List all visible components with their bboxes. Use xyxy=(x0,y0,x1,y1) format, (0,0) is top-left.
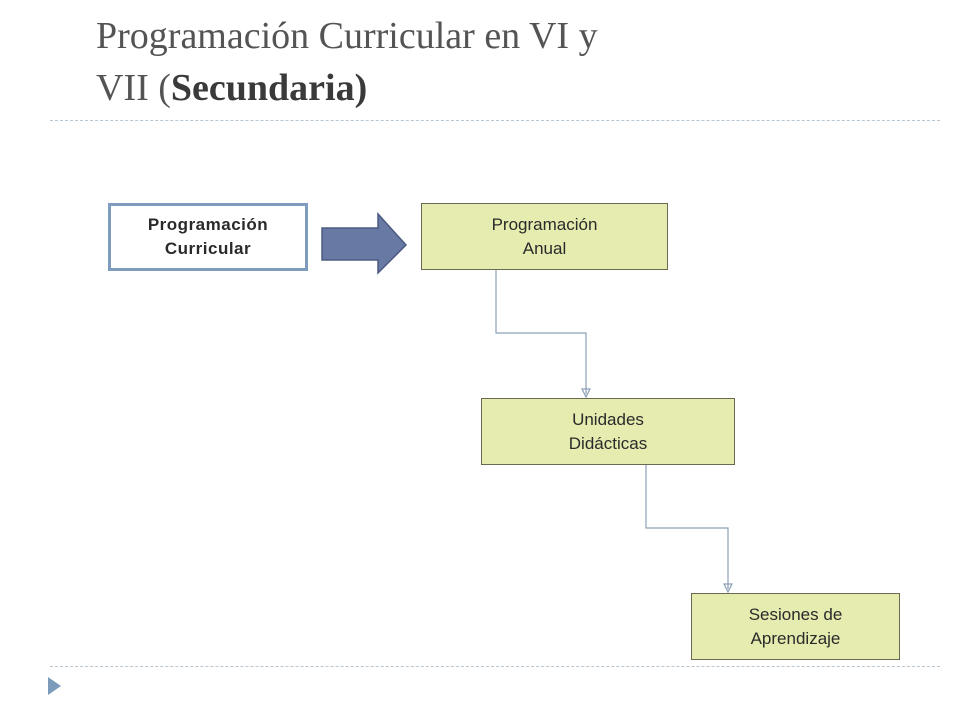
slide-bullet-icon xyxy=(48,677,61,695)
sesiones-aprendizaje-label: Sesiones de Aprendizaje xyxy=(748,604,843,648)
connector-arrowhead-unidades xyxy=(581,388,591,399)
sesiones-aprendizaje-box: Sesiones de Aprendizaje xyxy=(691,593,900,660)
title-line-1: Programación Curricular en VI y xyxy=(96,15,598,57)
slide-title: Programación Curricular en VI y VII (Sec… xyxy=(96,10,916,114)
block-arrow xyxy=(321,212,408,275)
connector-arrowhead-sesiones xyxy=(723,583,733,594)
programacion-anual-box: Programación Anual xyxy=(421,203,668,270)
unidades-didacticas-box: Unidades Didácticas xyxy=(481,398,735,465)
programacion-curricular-label: Programación Curricular xyxy=(147,215,269,258)
header-divider xyxy=(50,120,940,121)
programacion-anual-label: Programación Anual xyxy=(491,214,598,258)
connector-unidades-to-sesiones xyxy=(645,465,729,589)
programacion-curricular-box: Programación Curricular xyxy=(108,203,308,271)
title-line-2-bold: Secundaria) xyxy=(170,67,368,109)
title-line-2-prefix: VII ( xyxy=(96,67,171,109)
footer-divider xyxy=(50,666,940,667)
connector-anual-to-unidades xyxy=(495,270,587,394)
unidades-didacticas-label: Unidades Didácticas xyxy=(568,409,648,453)
